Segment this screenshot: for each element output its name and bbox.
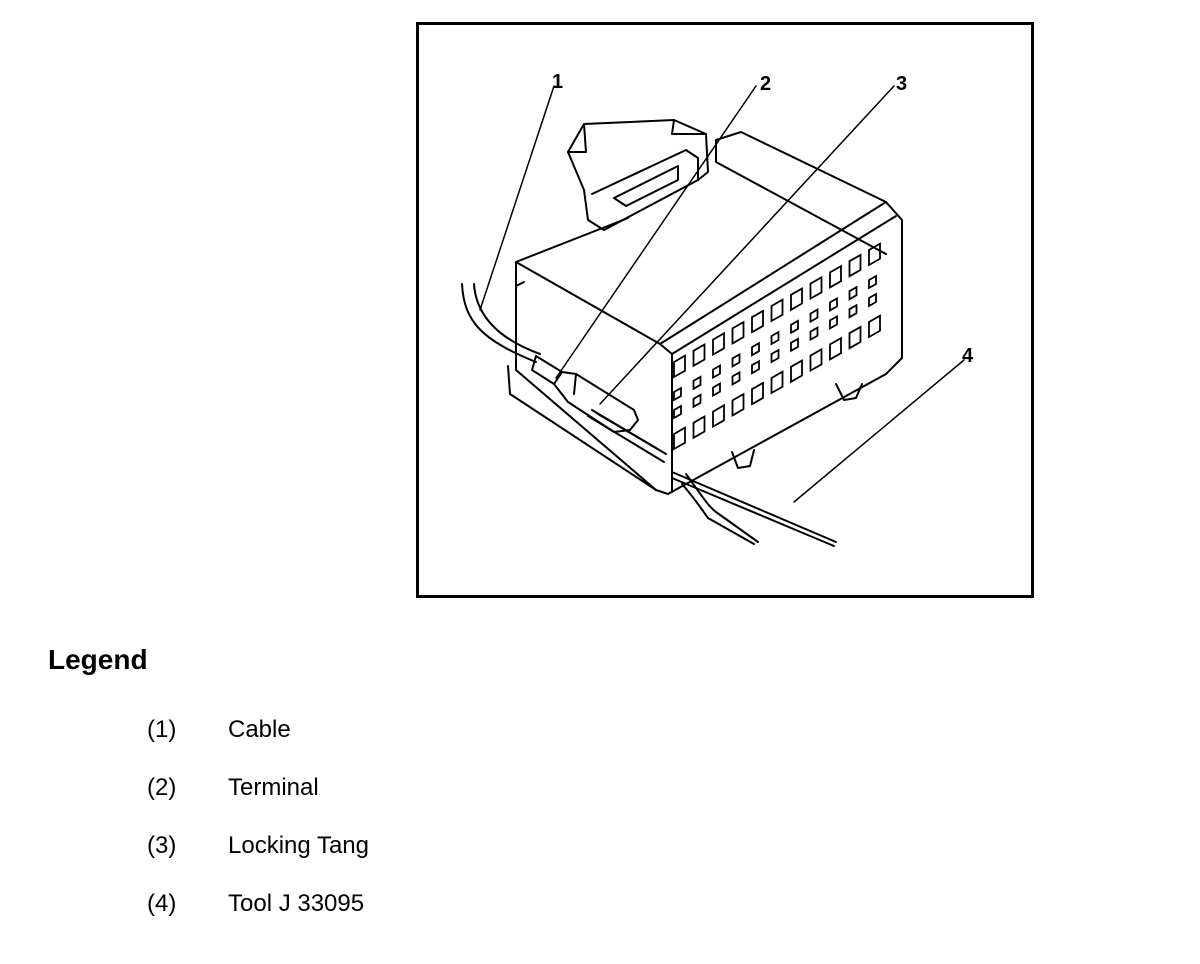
cavity-2-0 (673, 404, 682, 420)
callout-3: 3 (896, 73, 907, 95)
cavity-1-0 (673, 386, 682, 402)
cavity-2-10 (868, 292, 877, 308)
cavity-3-8 (829, 336, 842, 361)
cavity-0-6 (790, 286, 803, 312)
connector-housing (507, 131, 903, 495)
cavity-3-6 (790, 358, 803, 384)
cavity-0-4 (751, 309, 764, 334)
callout-2: 2 (760, 73, 771, 95)
tool-j-33095 (671, 471, 837, 547)
cavity-3-0 (673, 426, 686, 451)
cavity-3-9 (848, 325, 862, 350)
cavity-2-3 (731, 370, 741, 386)
cavity-1-9 (848, 285, 858, 301)
legend-item-locking-tang: (3) Locking Tang (0, 832, 700, 862)
legend-number: (1) (147, 716, 177, 743)
legend-number: (2) (147, 774, 177, 801)
cavity-3-3 (731, 392, 745, 417)
connector-illustration: 1 2 3 4 (416, 22, 1034, 598)
cavity-1-3 (731, 352, 741, 368)
connector-latch (567, 119, 709, 231)
cavity-3-4 (751, 381, 764, 406)
legend-item-tool: (4) Tool J 33095 (0, 890, 700, 920)
callout-4: 4 (962, 345, 974, 367)
cavity-2-6 (790, 337, 799, 353)
callout-1: 1 (552, 71, 563, 93)
legend-label: Locking Tang (228, 832, 369, 859)
cavity-3-5 (770, 370, 784, 395)
cavity-2-4 (751, 359, 760, 375)
cavity-0-0 (673, 354, 686, 379)
cavity-3-2 (712, 403, 725, 429)
cavity-3-7 (809, 347, 823, 373)
cavity-1-4 (751, 341, 760, 357)
cavity-0-9 (848, 253, 862, 278)
cavity-0-7 (809, 275, 823, 301)
cavity-0-3 (731, 320, 745, 345)
cavity-0-2 (712, 331, 725, 357)
terminal (531, 355, 639, 433)
cavity-0-8 (829, 264, 842, 289)
cavity-1-6 (790, 319, 799, 335)
cavity-2-5 (770, 348, 780, 364)
figure-frame (416, 22, 1034, 598)
cavity-2-9 (848, 303, 858, 319)
cavity-2-2 (712, 382, 721, 398)
cavity-3-1 (692, 414, 706, 440)
legend-item-terminal: (2) Terminal (0, 774, 700, 804)
cavity-1-2 (712, 364, 721, 380)
cavity-3-10 (868, 314, 881, 339)
legend-label: Tool J 33095 (228, 890, 365, 917)
cavity-grid (673, 242, 881, 451)
cable (461, 283, 541, 363)
legend-number: (4) (147, 890, 177, 917)
cavity-1-5 (770, 330, 780, 346)
legend-item-cable: (1) Cable (0, 716, 700, 746)
cavity-2-1 (692, 393, 702, 409)
legend-label: Terminal (228, 774, 319, 801)
legend-label: Cable (228, 716, 291, 743)
cavity-1-8 (829, 296, 838, 312)
cavity-0-5 (770, 298, 784, 323)
legend-title: Legend (48, 644, 148, 675)
cavity-0-1 (692, 342, 706, 368)
cavity-0-10 (868, 242, 881, 267)
cavity-2-8 (829, 314, 838, 330)
cavity-1-7 (809, 308, 819, 324)
cavity-1-10 (868, 274, 877, 290)
callout-leaders (479, 85, 965, 503)
cavity-2-7 (809, 326, 819, 342)
locking-tang (587, 409, 667, 463)
connector-diagram: 1 2 3 4 (416, 22, 1034, 598)
cavity-1-1 (692, 375, 702, 391)
legend-number: (3) (147, 832, 177, 859)
